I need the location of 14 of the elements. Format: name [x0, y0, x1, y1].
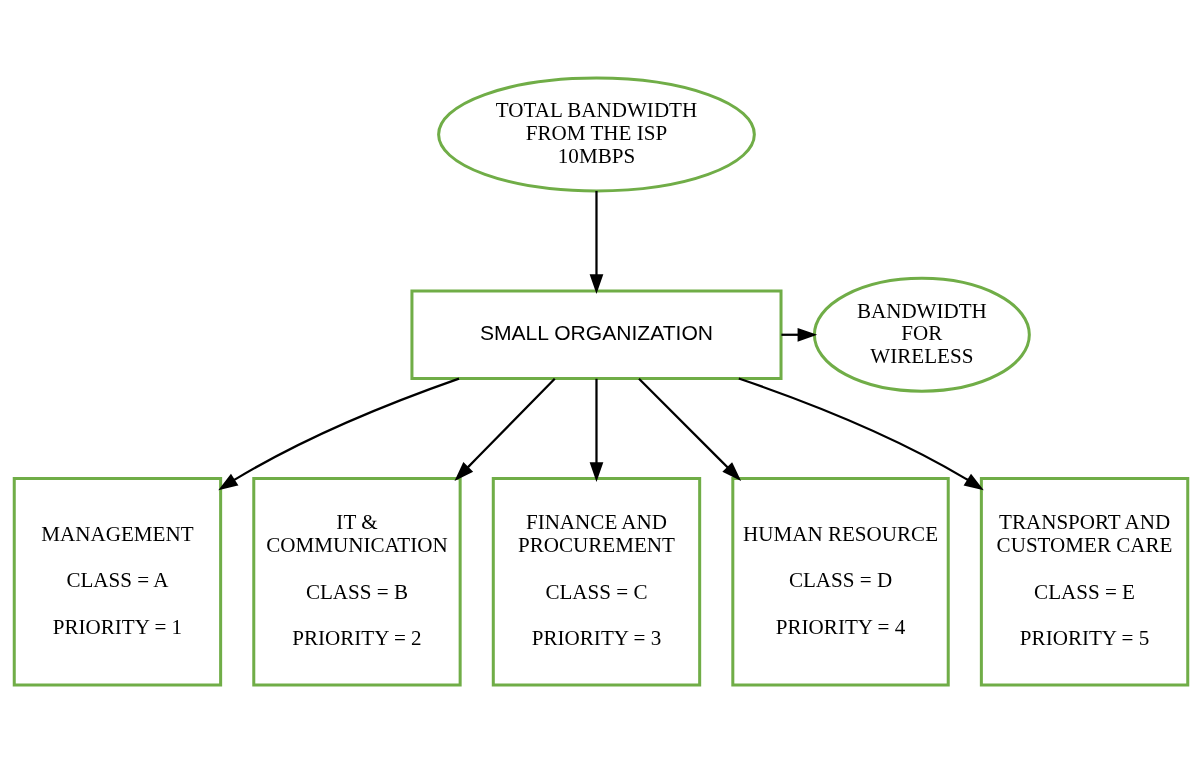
arrow: [454, 377, 556, 481]
node-box: HUMAN RESOURCE CLASS = D PRIORITY = 4: [731, 476, 950, 686]
arrow: [589, 190, 604, 294]
arrow: [638, 377, 742, 481]
node-box: FINANCE AND PROCUREMENT CLASS = C PRIORITY = 3: [491, 476, 702, 686]
node-ellipse: TOTAL BANDWIDTH FROM THE ISP 10MBPS: [437, 76, 756, 192]
node-ellipse: BANDWIDTH FOR WIRELESS: [812, 276, 1031, 393]
arrow: [218, 377, 460, 490]
arrow: [589, 378, 604, 482]
node-box: SMALL ORGANIZATION: [410, 289, 783, 380]
node-box: IT & COMMUNICATION CLASS = B PRIORITY = 2: [252, 476, 462, 686]
node-box: TRANSPORT AND CUSTOMER CARE CLASS = E PRIORITY = 5: [979, 476, 1190, 686]
node-box: MANAGEMENT CLASS = A PRIORITY = 1: [12, 476, 223, 686]
arrow: [738, 376, 984, 490]
